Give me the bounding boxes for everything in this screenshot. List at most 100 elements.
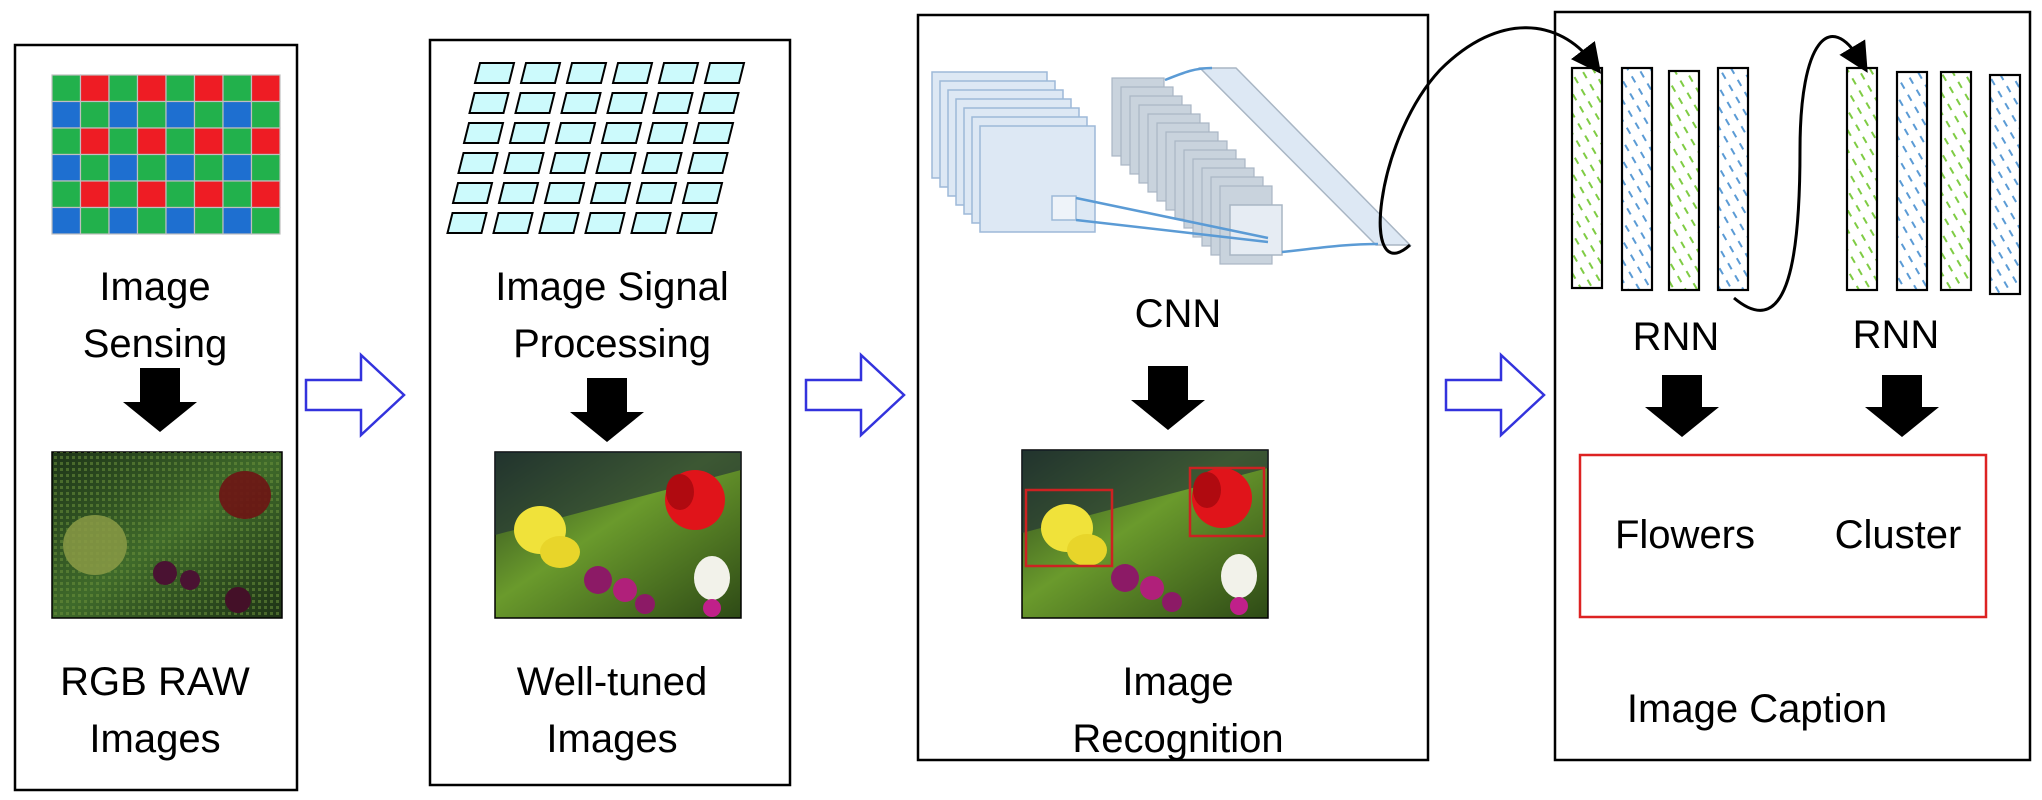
isp-tile <box>462 122 505 144</box>
bayer-cell <box>222 100 253 129</box>
bayer-cell <box>51 100 82 129</box>
tuned-image-thumbnail <box>494 451 742 619</box>
isp-tile <box>473 62 516 84</box>
stage-title-line: Image Signal <box>495 265 728 309</box>
isp-tile <box>595 152 637 174</box>
rnn-label: RNN <box>1633 315 1720 359</box>
bayer-cell <box>193 74 224 103</box>
output-word: Flowers <box>1615 513 1755 557</box>
bayer-cell <box>51 127 82 156</box>
isp-tile <box>560 92 602 114</box>
bayer-cell <box>79 153 110 182</box>
bayer-cell <box>136 180 167 209</box>
thick-down-arrow-icon <box>1131 366 1205 430</box>
bayer-cell <box>136 100 167 129</box>
bayer-cell <box>79 180 110 209</box>
curved-connector-arrow-icon <box>1733 35 1868 312</box>
bayer-cell <box>193 100 224 129</box>
stage-image-recognition: CNN Image Recognition <box>916 13 1430 762</box>
hollow-right-arrow-icon <box>304 352 406 438</box>
isp-tile <box>589 182 632 204</box>
thick-down-arrow-icon <box>570 378 644 442</box>
output-word: Cluster <box>1835 513 1962 557</box>
bayer-cell <box>222 127 253 156</box>
hollow-right-arrow-icon <box>1444 352 1546 438</box>
isp-tile <box>519 62 562 84</box>
bayer-cell <box>165 206 196 235</box>
bayer-cell <box>108 100 139 129</box>
isp-tile <box>457 152 499 174</box>
isp-tile <box>446 212 488 234</box>
bayer-cell <box>165 153 196 182</box>
stage-image-signal-processing: Image Signal Processing Well-tuned Image… <box>428 38 792 787</box>
bayer-cell <box>79 206 110 235</box>
bayer-cell <box>136 127 167 156</box>
bayer-cell <box>250 74 281 103</box>
isp-tile <box>600 122 643 144</box>
isp-tile <box>657 62 700 84</box>
isp-tile <box>584 212 626 234</box>
caption-output-box <box>1578 453 1988 619</box>
isp-tile <box>543 182 586 204</box>
isp-tile <box>635 182 678 204</box>
isp-tile <box>497 182 540 204</box>
stage-title-line: Image <box>99 265 210 309</box>
curved-connector-arrow-icon <box>1378 26 1602 255</box>
bayer-cell <box>165 74 196 103</box>
thick-down-arrow-icon <box>123 368 197 432</box>
rnn-cell <box>1988 73 2022 296</box>
rnn-cell <box>1620 66 1654 292</box>
isp-tile <box>538 212 580 234</box>
isp-tile <box>611 62 654 84</box>
rnn-cell <box>1716 66 1750 292</box>
isp-tile <box>630 212 672 234</box>
bayer-cell <box>165 127 196 156</box>
rnn-label: RNN <box>1853 313 1940 357</box>
bayer-cell <box>108 153 139 182</box>
isp-tile <box>508 122 551 144</box>
bayer-cell <box>222 206 253 235</box>
stage-image-caption: RNN RNN Flowers Cluster Image Caption <box>1553 10 2032 762</box>
isp-tile <box>514 92 556 114</box>
isp-tile <box>652 92 694 114</box>
bayer-filter-grid <box>51 74 281 235</box>
isp-tile <box>687 152 729 174</box>
rnn-cell <box>1570 66 1604 290</box>
rnn-cell <box>1939 70 1973 292</box>
bayer-cell <box>136 74 167 103</box>
detection-box <box>1024 488 1114 568</box>
bayer-cell <box>193 127 224 156</box>
isp-tile <box>565 62 608 84</box>
bayer-cell <box>222 153 253 182</box>
stage-title-line: Sensing <box>83 322 228 366</box>
raw-image-thumbnail <box>51 451 283 619</box>
bayer-cell <box>165 180 196 209</box>
isp-tile <box>451 182 494 204</box>
isp-tile <box>468 92 510 114</box>
stage-caption-line: Image Caption <box>1627 687 1887 731</box>
bayer-cell <box>108 206 139 235</box>
bayer-cell <box>136 206 167 235</box>
cnn-layers-graphic <box>931 66 1412 265</box>
stage-title-line: Processing <box>513 322 711 366</box>
isp-tile <box>676 212 718 234</box>
bayer-cell <box>79 74 110 103</box>
isp-tile-grid <box>446 62 746 234</box>
stage-caption-line: Images <box>546 717 677 761</box>
bayer-cell <box>136 153 167 182</box>
bayer-cell <box>193 153 224 182</box>
bayer-cell <box>250 153 281 182</box>
bayer-cell <box>108 180 139 209</box>
bayer-cell <box>222 74 253 103</box>
thick-down-arrow-icon <box>1645 375 1719 437</box>
bayer-cell <box>79 100 110 129</box>
isp-tile <box>606 92 648 114</box>
rnn-cell <box>1667 69 1701 292</box>
stage-caption-line: Image <box>1122 660 1233 704</box>
bayer-cell <box>250 206 281 235</box>
isp-tile <box>692 122 735 144</box>
isp-tile <box>681 182 724 204</box>
stage-caption-line: RGB RAW <box>60 660 250 704</box>
isp-tile <box>554 122 597 144</box>
